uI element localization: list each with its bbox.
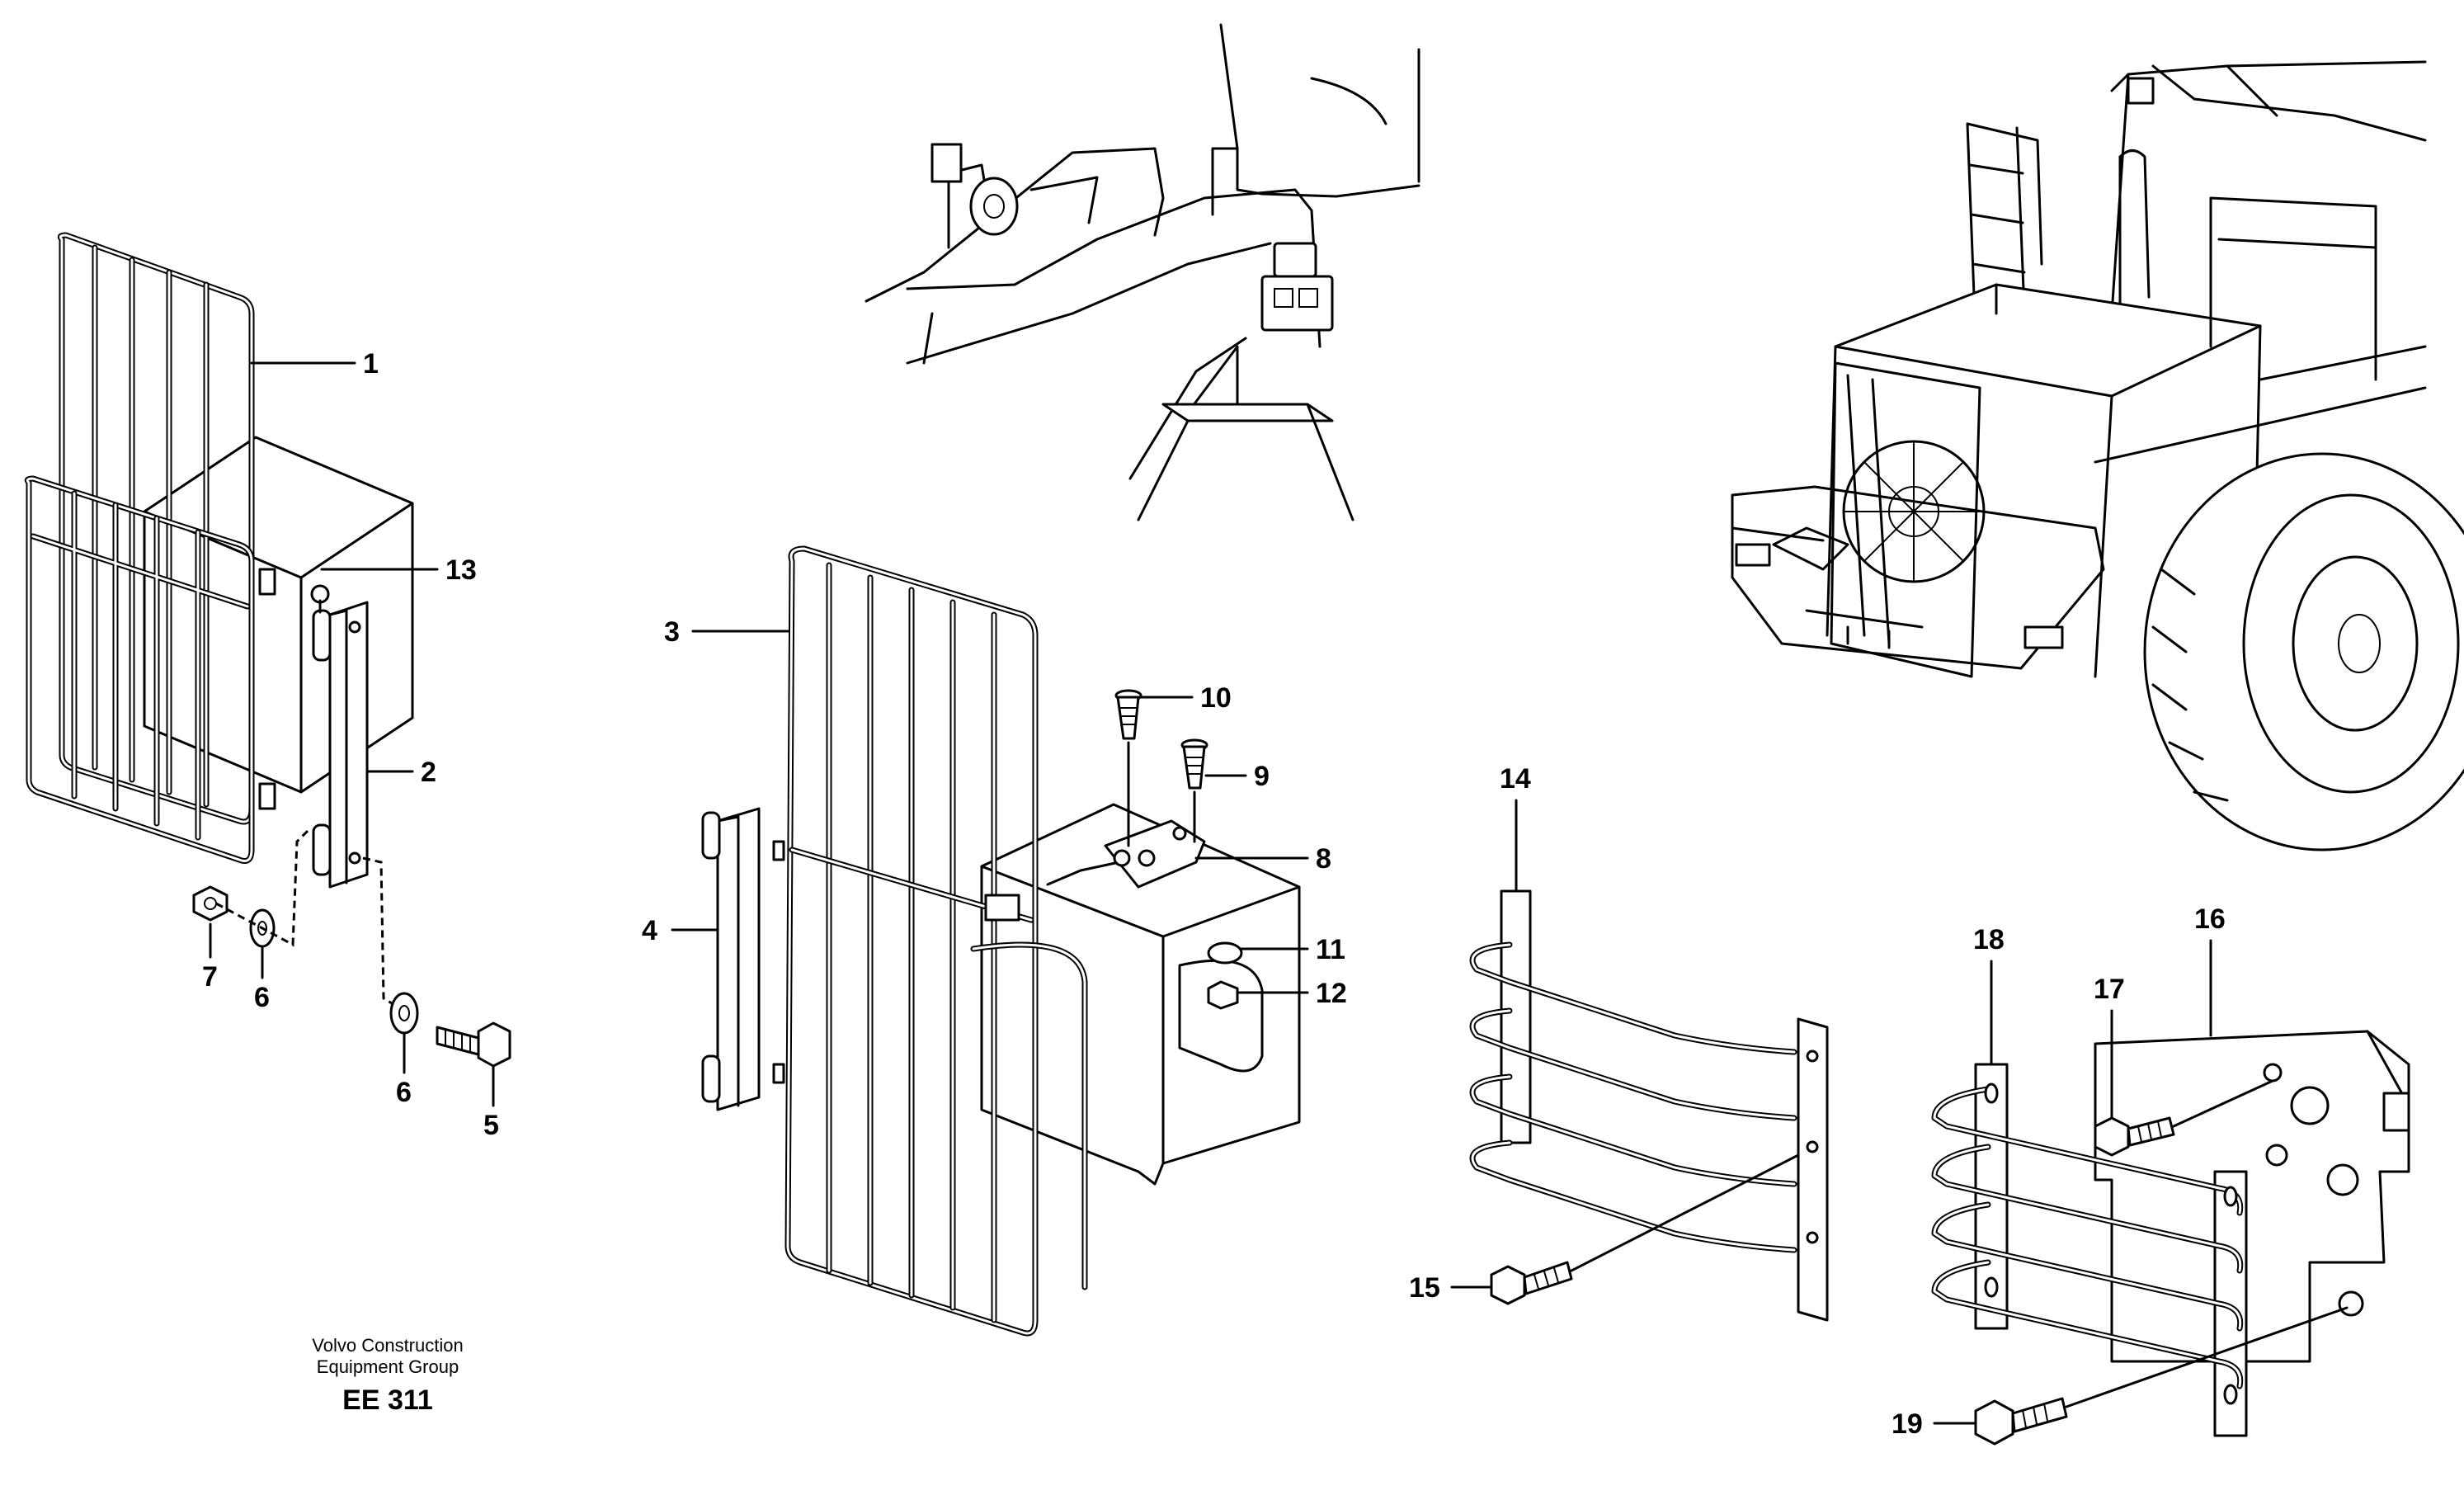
callout-14: 14: [1500, 763, 1531, 795]
callout-8: 8: [1316, 843, 1331, 875]
nut-7: [192, 885, 228, 922]
guard-14: [1469, 889, 1829, 1322]
lamp-guard-center: [784, 545, 1088, 1337]
leader-19-up: [2065, 1306, 2349, 1408]
callout-6-top: 6: [254, 982, 270, 1013]
callout-leaders: [209, 361, 2212, 1425]
callout-18: 18: [1973, 924, 2005, 955]
callout-17: 17: [2094, 974, 2125, 1005]
callout-11: 11: [1316, 934, 1345, 965]
callout-6-bottom: 6: [396, 1077, 412, 1108]
wheel-loader-view: [1731, 60, 2464, 851]
loader-arm-view: [865, 23, 1420, 521]
hinge-bracket-left: [310, 584, 369, 889]
lamp-guard-left: [24, 232, 255, 864]
dashed-guide-left-bottom: [362, 856, 405, 1012]
lamp-box-left: [143, 436, 414, 810]
screw-9: [1180, 738, 1208, 790]
guard-18: [1931, 1063, 2248, 1437]
dashed-guide-left-top: [215, 828, 311, 947]
leader-15-up: [1570, 1153, 1800, 1272]
latch-8: [1046, 819, 1206, 889]
callout-numbers: 1 2 3 4 5 6 6 7 8 9 10 11 12 13 14 15 16…: [202, 348, 2226, 1440]
callout-16: 16: [2194, 903, 2226, 935]
bolt-5: [436, 1021, 511, 1068]
bolt-17: [2094, 1116, 2175, 1157]
hinge-bracket-4: [701, 807, 785, 1111]
leader-17-bolt: [2172, 1079, 2274, 1128]
callout-1: 1: [363, 348, 379, 380]
callout-10: 10: [1200, 682, 1232, 714]
callout-13: 13: [445, 554, 477, 586]
bolt-15: [1490, 1261, 1573, 1305]
callout-19: 19: [1892, 1408, 1923, 1440]
callout-7: 7: [202, 961, 218, 993]
callout-5: 5: [483, 1110, 499, 1141]
company-name-line2: Equipment Group: [317, 1356, 459, 1377]
callout-2: 2: [421, 757, 436, 788]
footer-block: Volvo Construction Equipment Group EE 31…: [312, 1335, 463, 1416]
drawing-code: EE 311: [342, 1384, 433, 1416]
lamp-box-center: [980, 803, 1301, 1186]
callout-15: 15: [1409, 1272, 1440, 1304]
callout-3: 3: [664, 616, 680, 648]
bolt-19: [1974, 1397, 2068, 1446]
callout-4: 4: [642, 915, 657, 946]
callout-9: 9: [1254, 761, 1270, 792]
company-name-line1: Volvo Construction: [312, 1335, 463, 1356]
washer-6-bottom: [389, 992, 419, 1035]
bracket-16: [2094, 1030, 2410, 1363]
screw-10: [1114, 689, 1142, 740]
callout-12: 12: [1316, 978, 1347, 1009]
